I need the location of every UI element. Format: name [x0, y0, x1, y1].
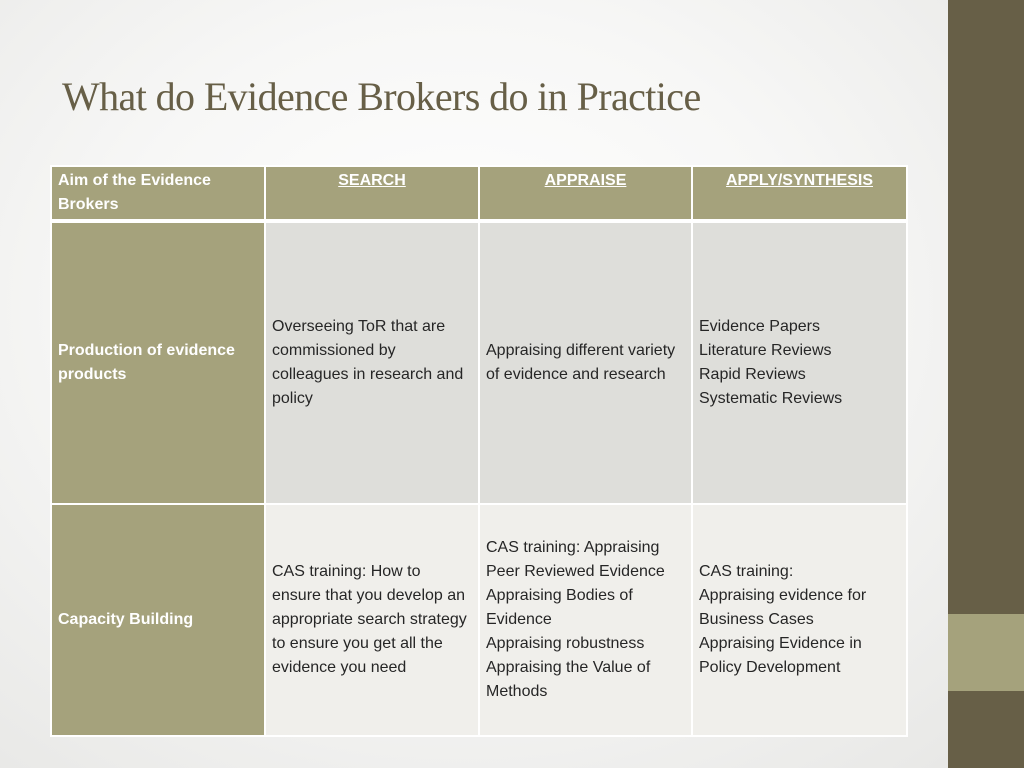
list-item: CAS training:: [699, 563, 794, 580]
list-item: Appraising robustness: [486, 635, 645, 652]
sidebar-accent-block: [948, 614, 1024, 691]
cell-production-appraise: Appraising different variety of evidence…: [478, 220, 693, 505]
header-appraise-label: APPRAISE: [544, 172, 627, 189]
cell-production-apply: Evidence Papers Literature Reviews Rapid…: [691, 220, 908, 505]
header-apply-label: APPLY/SYNTHESIS: [725, 172, 873, 189]
list-item: Appraising Bodies of Evidence: [486, 587, 633, 628]
header-search-label: SEARCH: [338, 172, 406, 189]
list-item: Evidence Papers: [699, 318, 820, 335]
list-item: Appraising evidence for Business Cases: [699, 587, 867, 628]
header-apply-synthesis: APPLY/SYNTHESIS: [691, 165, 908, 223]
list-item: Literature Reviews: [699, 342, 832, 359]
list-item: Systematic Reviews: [699, 390, 843, 407]
evidence-broker-table: Aim of the Evidence Brokers SEARCH APPRA…: [50, 165, 908, 737]
table-header-row: Aim of the Evidence Brokers SEARCH APPRA…: [50, 165, 908, 223]
list-item: Appraising Evidence in Policy Developmen…: [699, 635, 862, 676]
slide-title: What do Evidence Brokers do in Practice: [62, 74, 701, 119]
list-item: Rapid Reviews: [699, 366, 806, 383]
table-row: Production of evidence products Overseei…: [50, 220, 908, 505]
header-search: SEARCH: [264, 165, 480, 223]
list-item: Appraising the Value of Methods: [486, 659, 651, 700]
cell-capacity-search: CAS training: How to ensure that you dev…: [264, 503, 480, 737]
cell-capacity-appraise: CAS training: Appraising Peer Reviewed E…: [478, 503, 693, 737]
cell-production-search: Overseeing ToR that are commissioned by …: [264, 220, 480, 505]
list-item: CAS training: Appraising Peer Reviewed E…: [486, 539, 665, 580]
header-appraise: APPRAISE: [478, 165, 693, 223]
header-aim: Aim of the Evidence Brokers: [50, 165, 266, 223]
row-label-capacity: Capacity Building: [50, 503, 266, 737]
table-row: Capacity Building CAS training: How to e…: [50, 503, 908, 737]
row-label-production: Production of evidence products: [50, 220, 266, 505]
cell-capacity-apply: CAS training: Appraising evidence for Bu…: [691, 503, 908, 737]
